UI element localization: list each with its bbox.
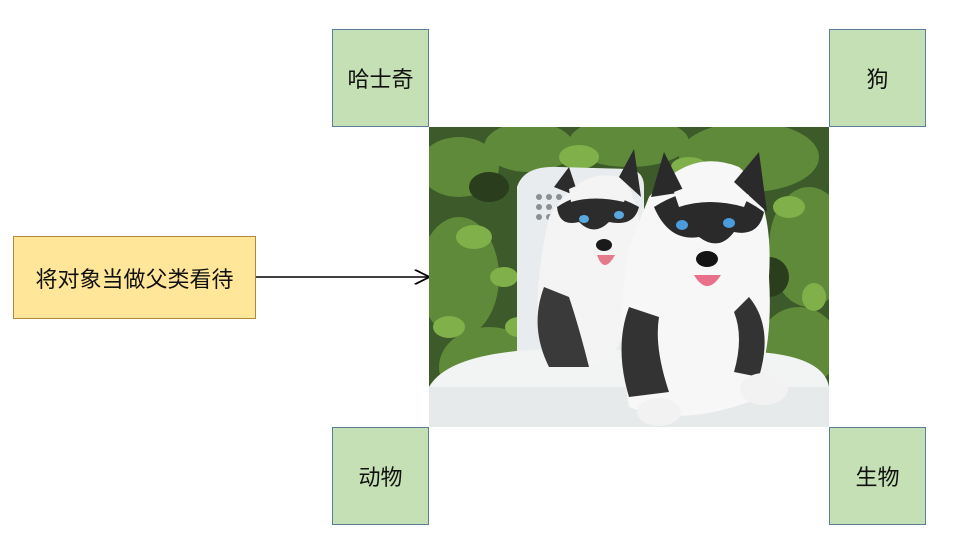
life-box: 生物: [829, 427, 926, 525]
dog-box: 狗: [829, 29, 926, 127]
husky-box: 哈士奇: [332, 29, 429, 127]
dog-label: 狗: [866, 68, 889, 93]
husky-label: 哈士奇: [347, 68, 414, 93]
parent-view-label: 将对象当做父类看待: [35, 267, 234, 293]
animal-box: 动物: [332, 427, 429, 525]
husky-puppies-photo: [429, 127, 829, 427]
parent-view-box: 将对象当做父类看待: [13, 236, 256, 319]
animal-label: 动物: [358, 466, 403, 491]
life-label: 生物: [855, 466, 900, 491]
